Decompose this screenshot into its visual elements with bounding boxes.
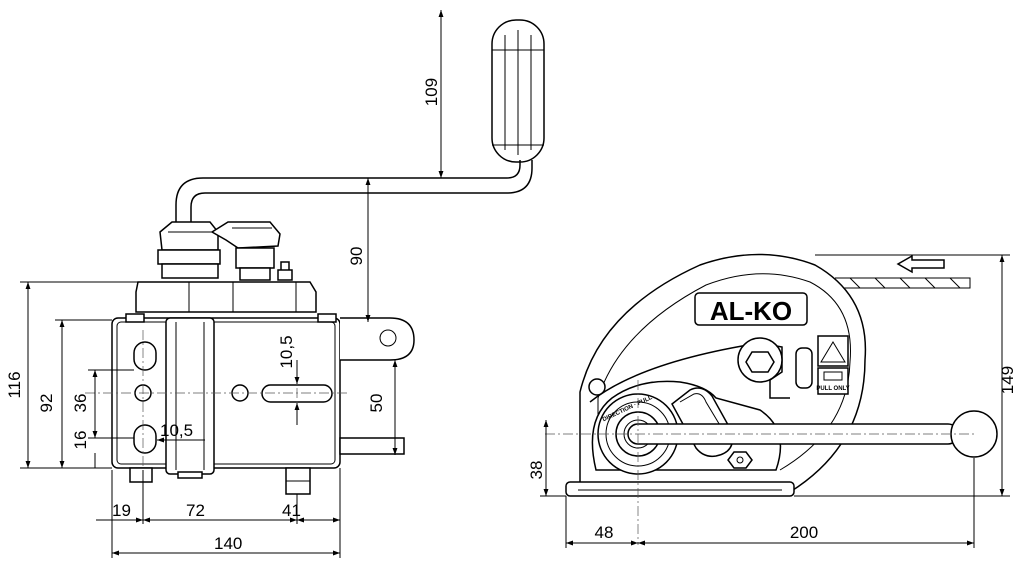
dim-front-height: 149 <box>998 366 1017 394</box>
warning-labels: PULL ONLY <box>816 335 850 395</box>
gear-housing <box>135 281 317 313</box>
rope <box>835 254 971 289</box>
pull-direction-arrow <box>896 254 945 274</box>
side-dimensions <box>20 10 444 558</box>
pawl-lever <box>210 221 293 281</box>
logo-text: AL-KO <box>710 296 792 326</box>
dim-offset-right: 41 <box>282 501 301 520</box>
brand-logo: AL-KO <box>694 292 808 326</box>
drum-side <box>339 317 415 455</box>
crank-arm <box>175 160 533 225</box>
front-view: AL-KO PULL ONLY DIRECTION · PULL <box>527 253 1017 548</box>
pull-only-label: PULL ONLY <box>816 386 849 392</box>
dim-width-total: 140 <box>214 534 242 553</box>
dim-hole-offset: 16 <box>71 431 90 450</box>
dim-offset-middle: 72 <box>186 501 205 520</box>
dim-slot-height: 50 <box>367 394 386 413</box>
crank-hub <box>157 221 221 279</box>
dim-hole-lower: 10,5 <box>160 421 193 440</box>
dim-hole-spacing: 36 <box>71 394 90 413</box>
front-dimensions <box>540 254 1010 548</box>
ratchet-cover <box>588 337 813 403</box>
side-view: 109 90 10,5 10,5 50 116 92 36 16 19 72 4… <box>5 10 545 558</box>
dim-drum-height: 38 <box>527 461 546 480</box>
dim-height-mount: 92 <box>37 394 56 413</box>
dim-hole-upper: 10,5 <box>277 335 296 368</box>
dim-drum-offset: 48 <box>595 523 614 542</box>
dim-offset-left: 19 <box>112 501 131 520</box>
mounting-plate <box>111 313 341 495</box>
dim-crank-radius: 90 <box>347 247 366 266</box>
dim-handle-grip: 109 <box>422 78 441 106</box>
dim-height-total: 116 <box>5 371 24 398</box>
handle-grip <box>491 19 545 163</box>
dim-crank-reach: 200 <box>790 523 818 542</box>
